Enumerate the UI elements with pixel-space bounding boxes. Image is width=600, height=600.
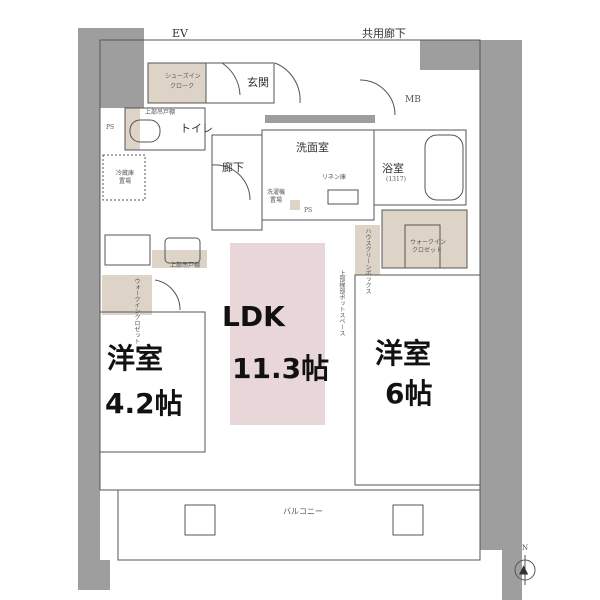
ldk-size: 11.3帖: [232, 352, 330, 385]
interior-lines: [99, 39, 536, 585]
room-left-size: 4.2帖: [105, 387, 183, 420]
ps-left-label: PS: [106, 124, 115, 131]
upper-cabinet-toilet-label: 上部吊戸棚: [145, 109, 176, 116]
mb-label: MB: [405, 95, 421, 105]
wic-right-label-2: クロゼット: [412, 247, 443, 254]
walls: [78, 28, 522, 600]
washer-label-1: 洗濯機: [267, 189, 286, 196]
shoe-closet-label-1: シューズイン: [165, 73, 201, 80]
entrance-label: 玄関: [247, 76, 269, 89]
common-corridor-label: 共用廊下: [362, 27, 406, 40]
wic-right-label-1: ウォークイン: [410, 239, 447, 246]
ldk-name: LDK: [222, 300, 285, 333]
shoe-closet-label-2: クローク: [170, 83, 195, 90]
room-right-size: 6帖: [385, 377, 433, 410]
ev-label: EV: [172, 27, 188, 40]
balcony-label: バルコニー: [283, 507, 323, 516]
fridge-label-1: 冷蔵庫: [116, 170, 135, 177]
linen-label: リネン庫: [322, 174, 347, 181]
pot-space-label: 上部梯部ポットスペース: [338, 270, 345, 336]
house-cleaning-box-label: ハウスクリーンボックス: [364, 228, 371, 294]
hallway-label: 廊下: [222, 161, 244, 174]
washer-label-2: 置場: [270, 197, 283, 204]
wic-left-label: ウォークインクロゼット: [133, 278, 140, 344]
upper-cabinet-kitchen-label: 上部吊戸棚: [170, 262, 201, 269]
ldk-area: [230, 243, 325, 425]
washroom-label: 洗面室: [296, 141, 329, 154]
ps-wash-label: PS: [304, 207, 313, 214]
bathroom-label: 浴室: [382, 162, 404, 175]
toilet-label: トイレ: [180, 122, 213, 135]
compass-arrow-icon: ▲: [519, 562, 529, 576]
room-right-name: 洋室: [375, 337, 432, 370]
fridge-label-2: 置場: [119, 178, 132, 185]
room-left-name: 洋室: [107, 342, 164, 375]
bath-size-label: (1317): [386, 176, 406, 183]
storage-areas: [102, 63, 467, 315]
north-label: N: [522, 544, 529, 552]
